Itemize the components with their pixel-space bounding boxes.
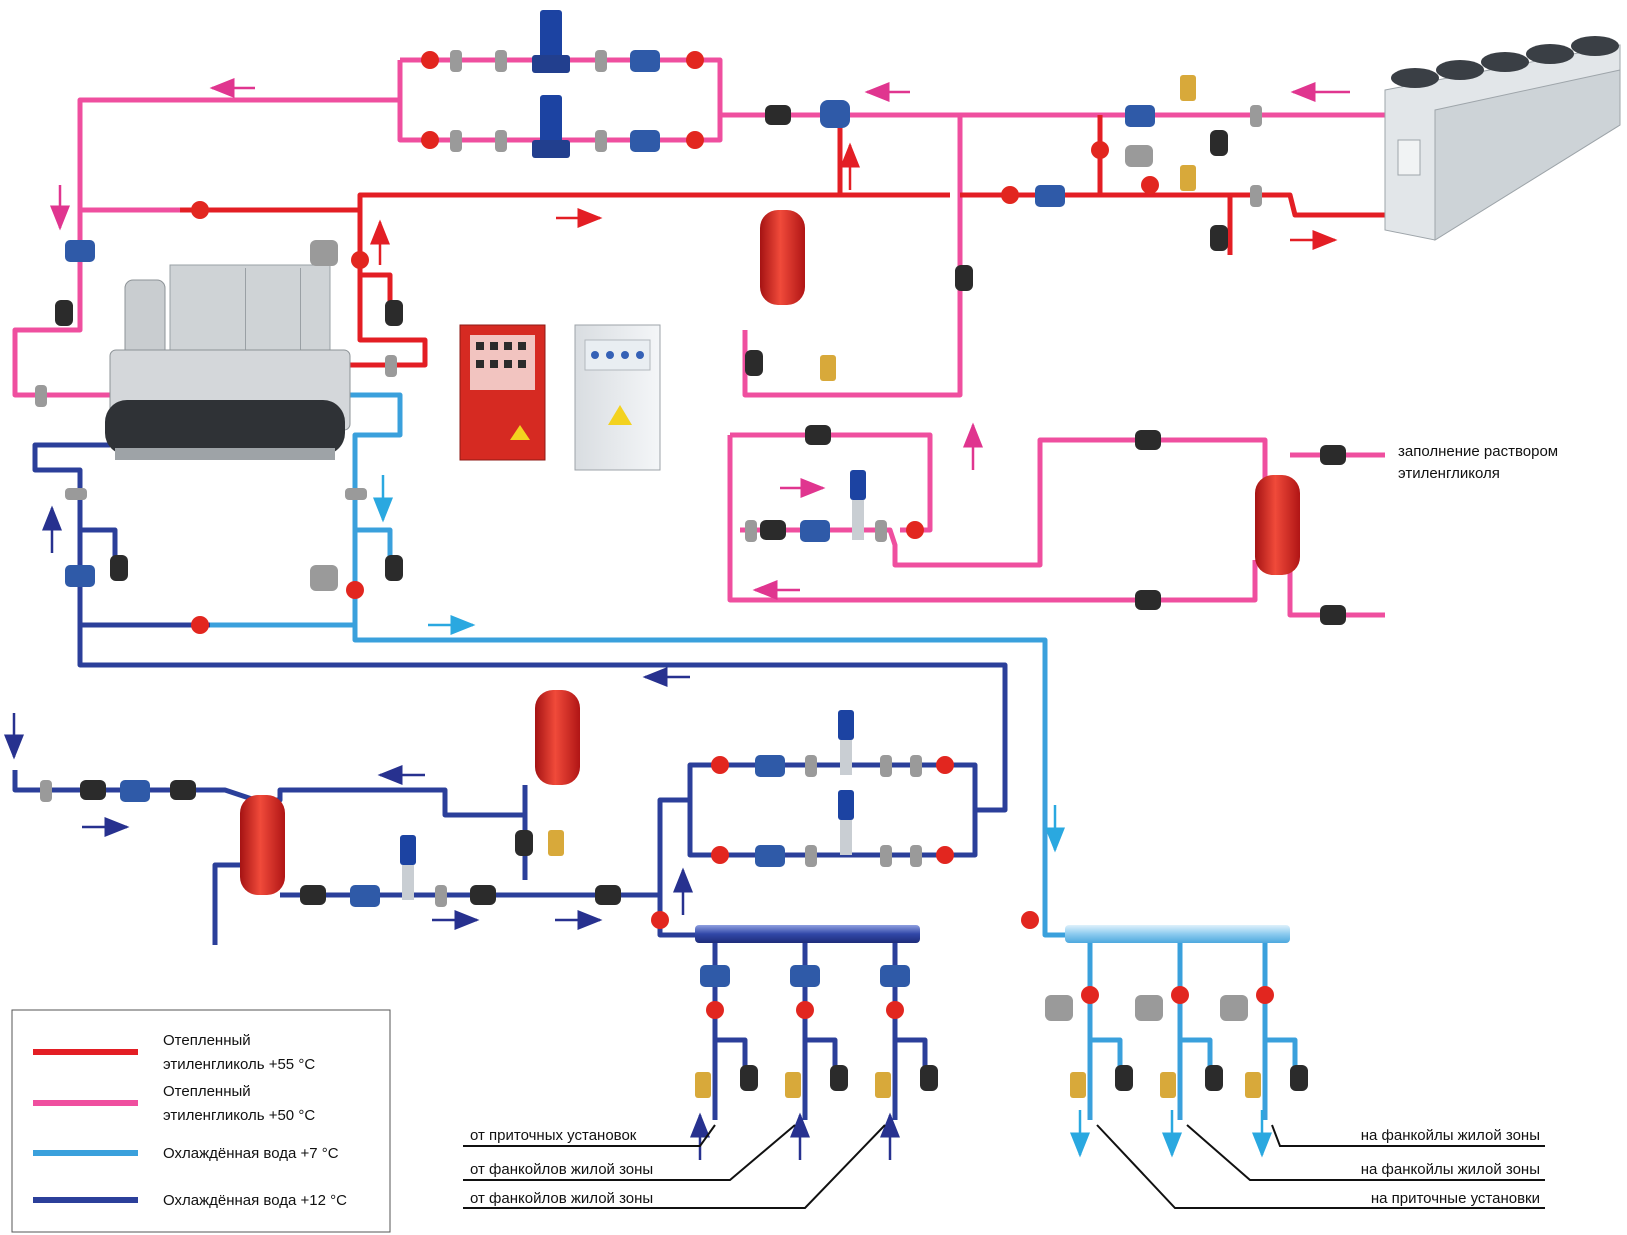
fill-label-line1: заполнение раствором bbox=[1398, 443, 1558, 460]
flow-arrows bbox=[4, 78, 1350, 1160]
return-manifold bbox=[695, 925, 920, 943]
chiller-icon bbox=[105, 264, 351, 460]
label-to-fancoils-1: на фанкойлы жилой зоны bbox=[1361, 1127, 1540, 1144]
pipes-water-7 bbox=[210, 392, 1298, 1120]
pump-icon bbox=[400, 10, 866, 900]
label-from-fancoils-1: от фанкойлов жилой зоны bbox=[470, 1161, 653, 1178]
legend-text-hot-50-b: этиленгликоль +50 °С bbox=[163, 1107, 315, 1124]
leader-lines bbox=[463, 1124, 1545, 1209]
safety-valve-icon bbox=[548, 75, 1261, 1098]
legend-text-cold-12: Охлаждённая вода +12 °С bbox=[163, 1192, 347, 1209]
label-from-ahu: от приточных установок bbox=[470, 1127, 637, 1144]
supply-manifold bbox=[1065, 925, 1290, 943]
legend-text-hot-55-b: этиленгликоль +55 °С bbox=[163, 1056, 315, 1073]
legend: Отепленный этиленгликоль +55 °С Отепленн… bbox=[11, 1009, 391, 1233]
label-from-fancoils-2: от фанкойлов жилой зоны bbox=[470, 1190, 653, 1207]
legend-text-hot-50-a: Отепленный bbox=[163, 1083, 251, 1100]
expansion-tank-icon bbox=[240, 210, 1300, 895]
control-cabinet-icon bbox=[459, 324, 661, 471]
dry-cooler-icon bbox=[1384, 36, 1621, 241]
label-to-fancoils-2: на фанкойлы жилой зоны bbox=[1361, 1161, 1540, 1178]
valve-icon bbox=[55, 51, 1346, 1091]
filter-icon bbox=[65, 50, 1155, 987]
legend-text-hot-55-a: Отепленный bbox=[163, 1032, 251, 1049]
fitting-icon bbox=[35, 50, 1262, 1021]
fill-label-line2: этиленгликоля bbox=[1398, 465, 1500, 482]
label-to-ahu: на приточные установки bbox=[1371, 1190, 1540, 1207]
legend-text-cold-7: Охлаждённая вода +7 °С bbox=[163, 1145, 339, 1162]
